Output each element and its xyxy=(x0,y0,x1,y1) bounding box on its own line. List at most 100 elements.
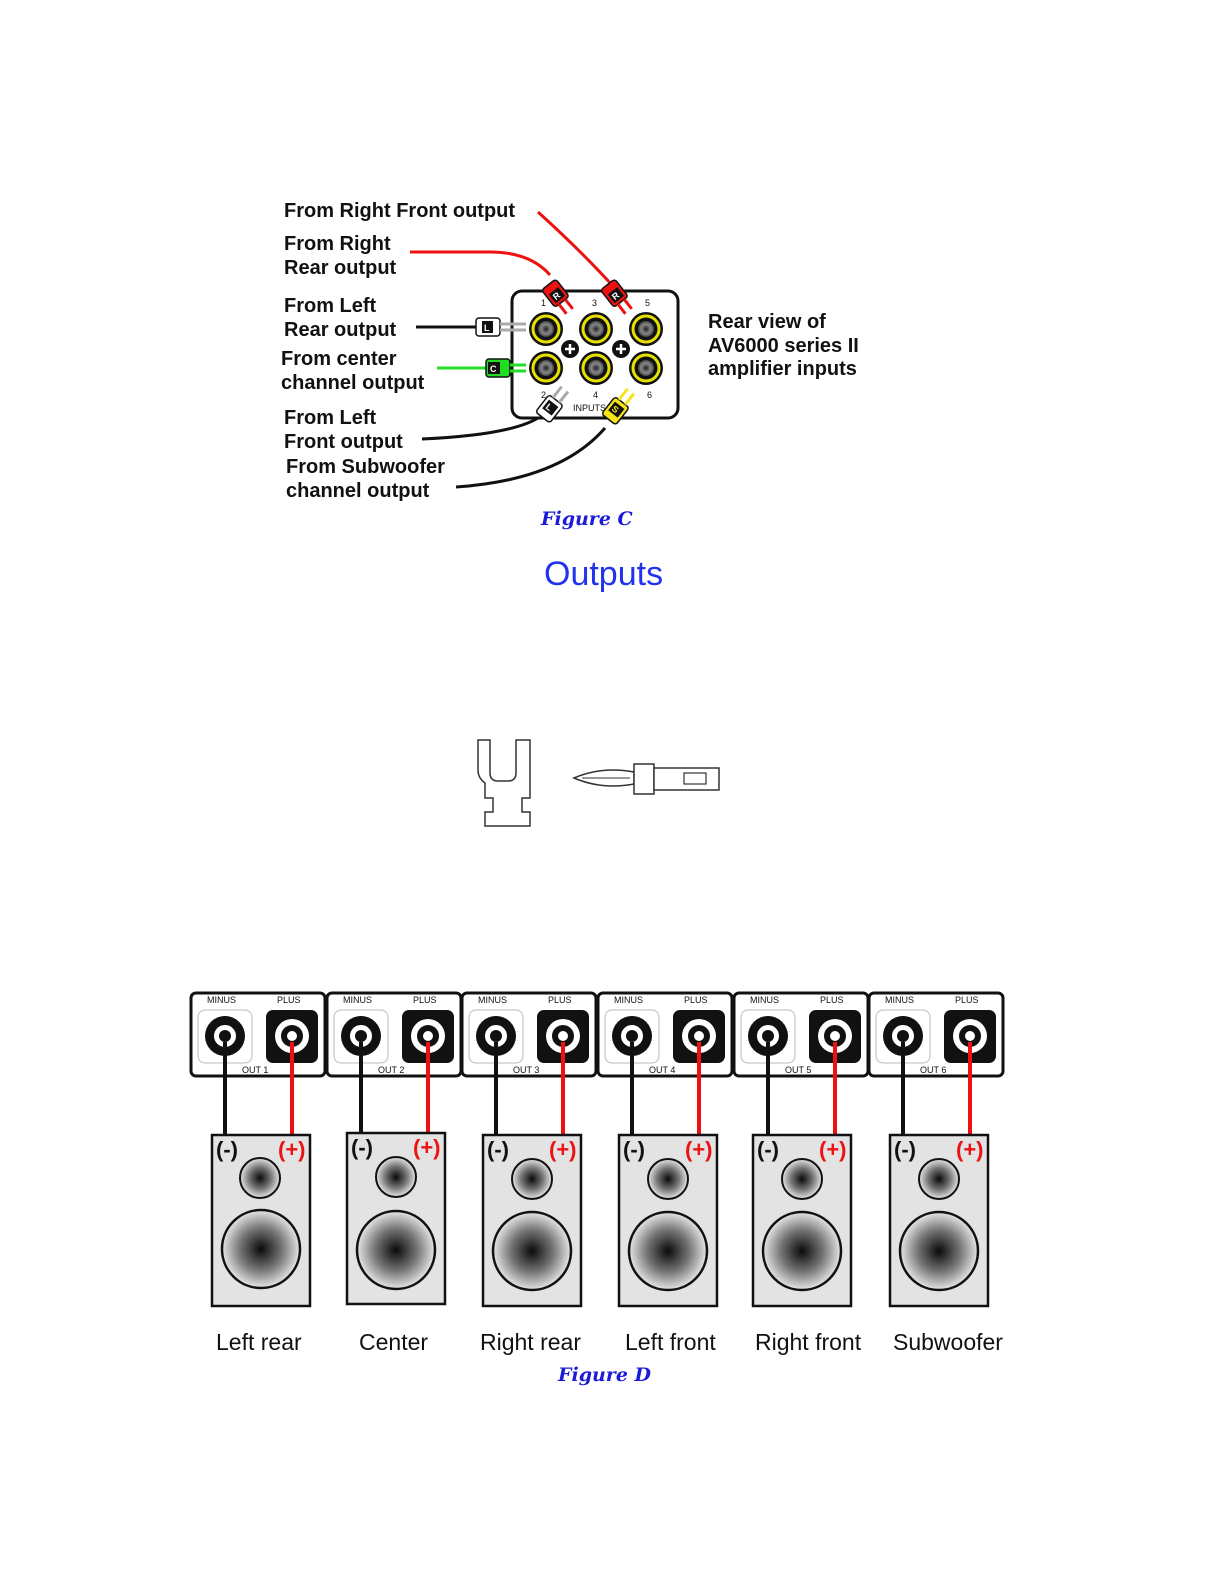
left-front-wire xyxy=(421,416,539,441)
section-title: Outputs xyxy=(544,555,663,593)
plus-label: PLUS xyxy=(413,995,437,1005)
output-label: OUT 6 xyxy=(920,1065,946,1075)
minus-polarity: (-) xyxy=(757,1137,779,1162)
figure-d: MINUS PLUS OUT 1 MINUS PLUS xyxy=(189,991,1005,1386)
speaker-right-front: (-) (+) xyxy=(751,1133,853,1308)
output-terminal-3: MINUS PLUS OUT 3 xyxy=(460,991,598,1078)
output-label: OUT 2 xyxy=(378,1065,404,1075)
subwoofer-plug: S xyxy=(601,387,636,425)
speaker-name: Right front xyxy=(755,1329,862,1355)
output-terminal-1: MINUS PLUS OUT 1 xyxy=(189,991,327,1078)
speaker-right-rear: (-) (+) xyxy=(481,1133,583,1308)
rear-view-line-2: AV6000 series II xyxy=(708,335,859,357)
plus-polarity: (+) xyxy=(413,1135,441,1160)
speaker-subwoofer: (-) (+) xyxy=(888,1133,990,1308)
minus-polarity: (-) xyxy=(351,1135,373,1160)
jack-number-6: 6 xyxy=(647,390,652,400)
plug-letter: L xyxy=(544,402,555,414)
inputs-panel-label: INPUTS xyxy=(573,403,606,413)
subwoofer-wire xyxy=(455,427,607,489)
speaker-name: Left rear xyxy=(216,1329,302,1355)
speaker-name: Subwoofer xyxy=(893,1329,1003,1355)
input-jacks xyxy=(529,312,663,385)
jack-number-4: 4 xyxy=(593,390,598,400)
plus-polarity: (+) xyxy=(549,1137,577,1162)
plus-label: PLUS xyxy=(955,995,979,1005)
plus-polarity: (+) xyxy=(685,1137,713,1162)
screw-cross-icon xyxy=(565,344,575,354)
output-terminal-6: MINUS PLUS OUT 6 xyxy=(867,991,1005,1078)
speakers: (-) (+) (-) (+) (-) (+) (-) xyxy=(210,1131,990,1308)
label-left-front-1: From Left xyxy=(284,407,377,429)
input-jack-6 xyxy=(629,351,663,385)
label-right-rear-2: Rear output xyxy=(284,257,397,279)
speaker-names: Left rear Center Right rear Left front R… xyxy=(216,1329,1003,1355)
speaker-wires xyxy=(223,1042,972,1137)
input-jack-3 xyxy=(579,312,613,346)
plus-wires xyxy=(290,1042,972,1137)
jack-number-5: 5 xyxy=(645,298,650,308)
speaker-center: (-) (+) xyxy=(345,1131,447,1306)
minus-label: MINUS xyxy=(750,995,779,1005)
banana-plug-icon xyxy=(572,763,720,795)
plus-polarity: (+) xyxy=(819,1137,847,1162)
right-front-plug: R xyxy=(600,279,633,315)
right-rear-plug: R xyxy=(541,279,574,315)
output-terminal-5: MINUS PLUS OUT 5 xyxy=(732,991,870,1078)
rear-view-line-3: amplifier inputs xyxy=(708,358,857,380)
rear-view-line-1: Rear view of xyxy=(708,311,826,333)
minus-label: MINUS xyxy=(885,995,914,1005)
figure-c: 1 3 5 2 4 6 INPUTS R R L C xyxy=(281,200,859,530)
minus-polarity: (-) xyxy=(487,1137,509,1162)
plug-letter: R xyxy=(610,290,622,302)
panel-screws xyxy=(561,340,630,358)
figure-c-caption: Figure C xyxy=(540,508,633,530)
label-right-rear-1: From Right xyxy=(284,233,391,255)
plus-label: PLUS xyxy=(548,995,572,1005)
input-jack-5 xyxy=(629,312,663,346)
output-label: OUT 5 xyxy=(785,1065,811,1075)
plug-letter: C xyxy=(490,364,497,374)
plug-letter: R xyxy=(551,290,563,302)
speaker-name: Center xyxy=(359,1329,428,1355)
plug-letter: L xyxy=(484,323,490,333)
minus-label: MINUS xyxy=(343,995,372,1005)
minus-wires xyxy=(223,1042,905,1135)
speaker-left-front: (-) (+) xyxy=(617,1133,719,1308)
jack-number-3: 3 xyxy=(592,298,597,308)
left-front-plug: L xyxy=(535,385,570,423)
jack-number-1: 1 xyxy=(541,298,546,308)
connector-illustrations xyxy=(477,739,720,827)
label-center-1: From center xyxy=(281,348,397,370)
plug-letter: S xyxy=(610,404,621,416)
minus-label: MINUS xyxy=(614,995,643,1005)
output-label: OUT 3 xyxy=(513,1065,539,1075)
output-label: OUT 1 xyxy=(242,1065,268,1075)
label-subwoofer-2: channel output xyxy=(286,480,430,502)
label-center-2: channel output xyxy=(281,372,425,394)
left-rear-plug: L xyxy=(475,317,526,337)
center-plug: C xyxy=(485,358,526,378)
speaker-name: Right rear xyxy=(480,1329,581,1355)
spade-connector-icon xyxy=(477,739,531,827)
input-jack-1 xyxy=(529,312,563,346)
plus-label: PLUS xyxy=(684,995,708,1005)
label-right-front: From Right Front output xyxy=(284,200,515,222)
speaker-name: Left front xyxy=(625,1329,716,1355)
plus-polarity: (+) xyxy=(956,1137,984,1162)
output-terminal-2: MINUS PLUS OUT 2 xyxy=(325,991,463,1078)
output-terminal-4: MINUS PLUS OUT 4 xyxy=(596,991,734,1078)
input-jack-4 xyxy=(579,351,613,385)
output-label: OUT 4 xyxy=(649,1065,675,1075)
label-left-front-2: Front output xyxy=(284,431,403,453)
plus-polarity: (+) xyxy=(278,1137,306,1162)
right-front-wire xyxy=(536,210,614,287)
plus-label: PLUS xyxy=(277,995,301,1005)
jack-number-2: 2 xyxy=(541,390,546,400)
label-left-rear-1: From Left xyxy=(284,295,377,317)
plus-label: PLUS xyxy=(820,995,844,1005)
right-rear-wire xyxy=(410,250,552,276)
screw-cross-icon xyxy=(616,344,626,354)
minus-polarity: (-) xyxy=(216,1137,238,1162)
